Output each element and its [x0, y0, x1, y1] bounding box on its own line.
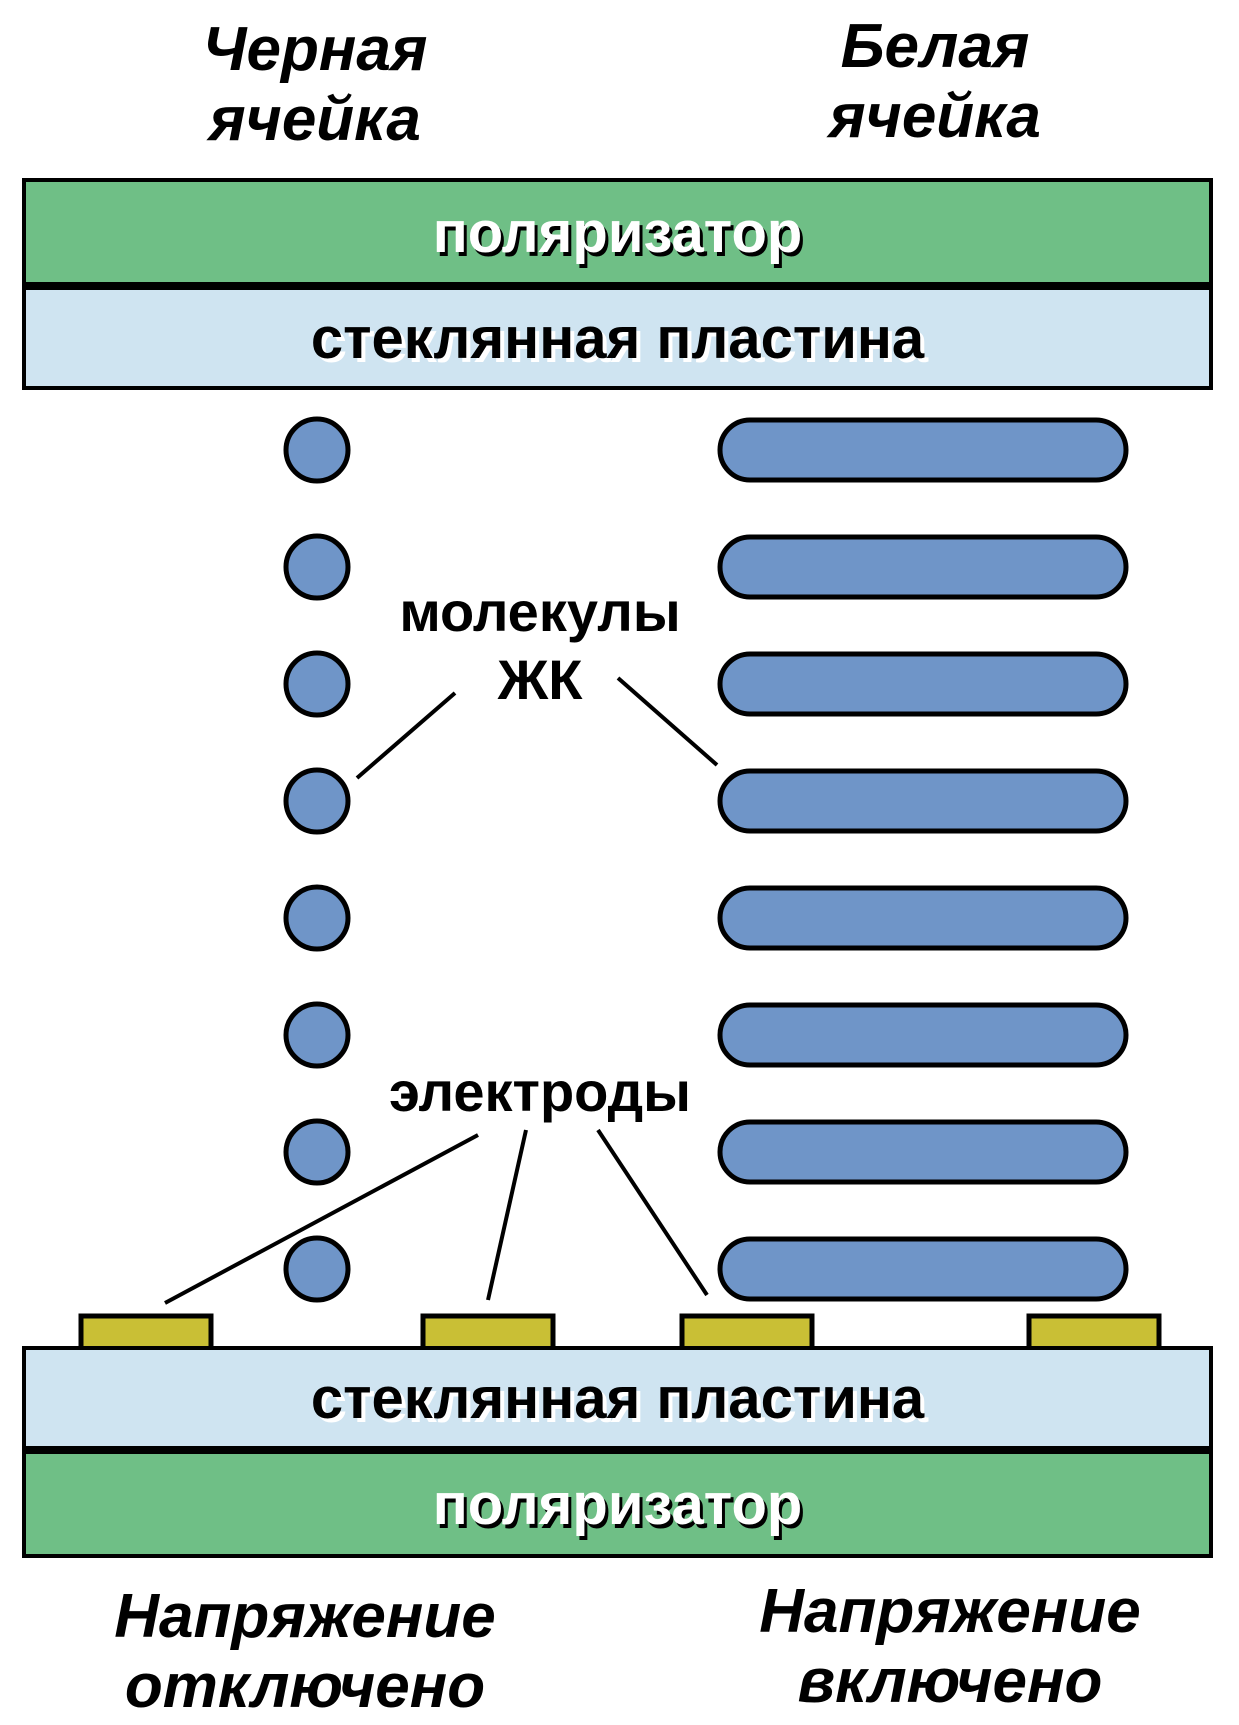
lc-molecules-label-line1: молекулы — [399, 580, 681, 643]
bottom-glass-plate-label: стеклянная пластина — [310, 1365, 925, 1431]
electrode — [1026, 1313, 1162, 1352]
electrode — [420, 1313, 556, 1352]
lc-molecule-rod — [717, 768, 1129, 834]
lc-molecules-leader-line-left — [355, 691, 457, 780]
lc-molecule-circle — [283, 1001, 351, 1069]
electrode — [679, 1313, 815, 1352]
lc-molecule-rod — [717, 417, 1129, 483]
voltage-on-heading: Напряжение включено — [730, 1577, 1170, 1717]
black-cell-heading: Черная ячейка — [95, 15, 535, 155]
lc-molecule-circle — [283, 650, 351, 718]
lc-molecules-label-line2: ЖК — [497, 648, 583, 711]
voltage-off-heading-line2: отключено — [124, 1652, 486, 1721]
black-cell-heading-line2: ячейка — [209, 85, 421, 154]
bottom-polarizer-label: поляризатор — [432, 1471, 803, 1537]
lc-molecules-leader-line-right — [616, 676, 719, 767]
voltage-on-heading-line1: Напряжение — [759, 1577, 1141, 1646]
electrodes-leader-line-1 — [164, 1133, 479, 1305]
bottom-glass-plate: стеклянная пластина — [22, 1346, 1213, 1450]
lc-molecule-circle — [283, 884, 351, 952]
lc-molecules-label: молекулы ЖК — [365, 578, 715, 714]
lc-molecule-circle — [283, 1235, 351, 1303]
black-cell-heading-line1: Черная — [202, 15, 428, 84]
electrodes-label-text: электроды — [388, 1060, 691, 1123]
bottom-polarizer: поляризатор — [22, 1450, 1213, 1558]
lc-molecule-circle — [283, 767, 351, 835]
electrodes-label: электроды — [355, 1058, 725, 1126]
lc-molecule-circle — [283, 416, 351, 484]
lc-molecule-circle — [283, 1118, 351, 1186]
electrode — [78, 1313, 214, 1352]
lc-molecule-circle — [283, 533, 351, 601]
top-glass-plate: стеклянная пластина — [22, 286, 1213, 390]
voltage-on-heading-line2: включено — [797, 1647, 1103, 1716]
white-cell-heading-line2: ячейка — [829, 82, 1041, 151]
top-polarizer-label: поляризатор — [432, 199, 803, 265]
voltage-off-heading-line1: Напряжение — [114, 1582, 496, 1651]
white-cell-heading: Белая ячейка — [715, 12, 1155, 152]
electrodes-leader-line-3 — [596, 1128, 709, 1297]
top-glass-plate-label: стеклянная пластина — [310, 305, 925, 371]
electrodes-leader-line-2 — [486, 1129, 528, 1301]
top-polarizer: поляризатор — [22, 178, 1213, 286]
lc-molecule-rod — [717, 651, 1129, 717]
lc-molecule-rod — [717, 1119, 1129, 1185]
voltage-off-heading: Напряжение отключено — [85, 1582, 525, 1722]
white-cell-heading-line1: Белая — [840, 12, 1030, 81]
lc-molecule-rod — [717, 534, 1129, 600]
lc-molecule-rod — [717, 885, 1129, 951]
lc-molecule-rod — [717, 1236, 1129, 1302]
lc-molecule-rod — [717, 1002, 1129, 1068]
